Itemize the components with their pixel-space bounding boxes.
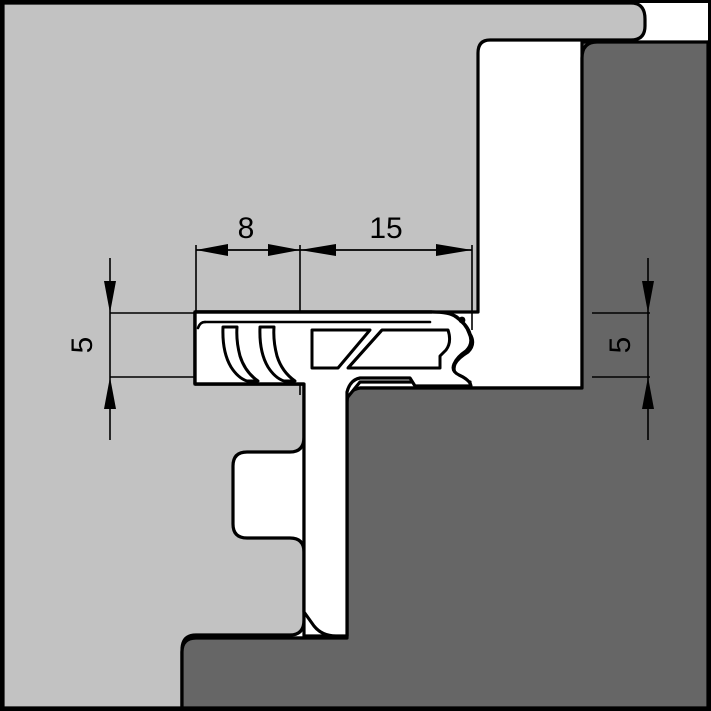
- arrow-head-left-15: [300, 244, 336, 256]
- seal-profile-edges: [193, 310, 432, 386]
- sealing-fin-2: [258, 325, 297, 383]
- dimension-extension-lines: [109, 245, 650, 440]
- pivot-dot-icon: [458, 316, 466, 324]
- dimension-label-5-right: 5: [604, 337, 637, 354]
- chamber-rib: [346, 328, 384, 370]
- arrow-head-right-8: [268, 244, 300, 256]
- seal-profile: [193, 310, 475, 638]
- arrow-head-right-15: [436, 244, 472, 256]
- dimension-label-5-left: 5: [66, 337, 99, 354]
- dimension-5-left: 5: [66, 281, 116, 409]
- dimension-8: 8: [196, 212, 300, 256]
- chamber-b: [346, 328, 452, 370]
- arrow-head-bottom-5-right: [642, 377, 654, 409]
- arrow-head-top-5-left: [104, 281, 116, 313]
- dimension-15: 15: [300, 212, 472, 256]
- left-chamber-void: [205, 327, 234, 381]
- dimension-label-8: 8: [238, 212, 255, 245]
- chamber-a: [310, 328, 372, 370]
- sealing-fin-1: [221, 325, 260, 383]
- dimension-label-15: 15: [369, 212, 402, 245]
- arrow-head-bottom-5-left: [104, 377, 116, 409]
- arrow-head-left-8: [196, 244, 228, 256]
- frame-body-light-gray: [1, 1, 647, 710]
- dimension-5-right: 5: [604, 281, 654, 409]
- arrow-head-top-5-right: [642, 281, 654, 313]
- seal-top-lip-curve: [196, 320, 207, 330]
